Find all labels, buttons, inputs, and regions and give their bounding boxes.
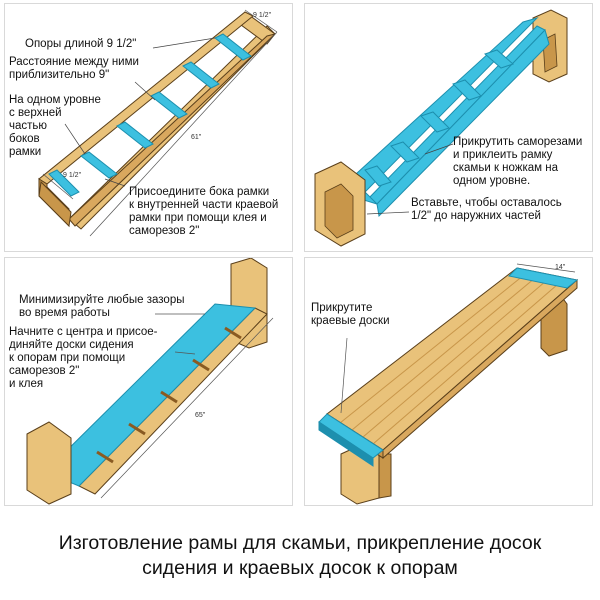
dimension-label: 61": [191, 134, 202, 141]
callout-insert-offset: Вставьте, чтобы оставалось 1/2" до наруж…: [411, 197, 562, 222]
callout-start-center: Начните с центра и присое- диняйте доски…: [9, 326, 158, 390]
callout-spacing: Расстояние между ними приблизительно 9": [9, 56, 139, 81]
frame-drawing: [38, 9, 278, 237]
dimension-label: 9 1/2": [253, 12, 272, 19]
panel-seat-boards: 65" Минимизируйте любые зазоры во время …: [5, 258, 292, 505]
dimension-label: 65": [195, 412, 206, 419]
callout-level: На одном уровне с верхней частью боков р…: [9, 94, 101, 158]
dimension-label: 14": [555, 264, 566, 271]
callout-minimize-gaps: Минимизируйте любые зазоры во время рабо…: [19, 294, 185, 319]
dimension-label: 9 1/2": [63, 172, 82, 179]
panel-frame: 9 1/2" 61" 9 1/2" Опоры длиной 9 1/2" Ра…: [5, 4, 292, 251]
panel-finished-bench: 14" Прикрутите краевые доски: [305, 258, 592, 505]
figure-caption: Изготовление рамы для скамьи, прикреплен…: [0, 512, 600, 600]
panel-legs: Прикрутить саморезами и приклеить рамку …: [305, 4, 592, 251]
legs-drawing: [314, 9, 568, 247]
callout-attach-sides: Присоедините бока рамки к внутренней час…: [129, 186, 279, 237]
callout-supports-length: Опоры длиной 9 1/2": [25, 38, 137, 50]
callout-screw-frame: Прикрутить саморезами и приклеить рамку …: [453, 136, 583, 187]
seat-boards-drawing: [26, 258, 274, 505]
callout-end-boards: Прикрутите краевые доски: [311, 302, 390, 327]
bench-drawing: [318, 263, 579, 505]
